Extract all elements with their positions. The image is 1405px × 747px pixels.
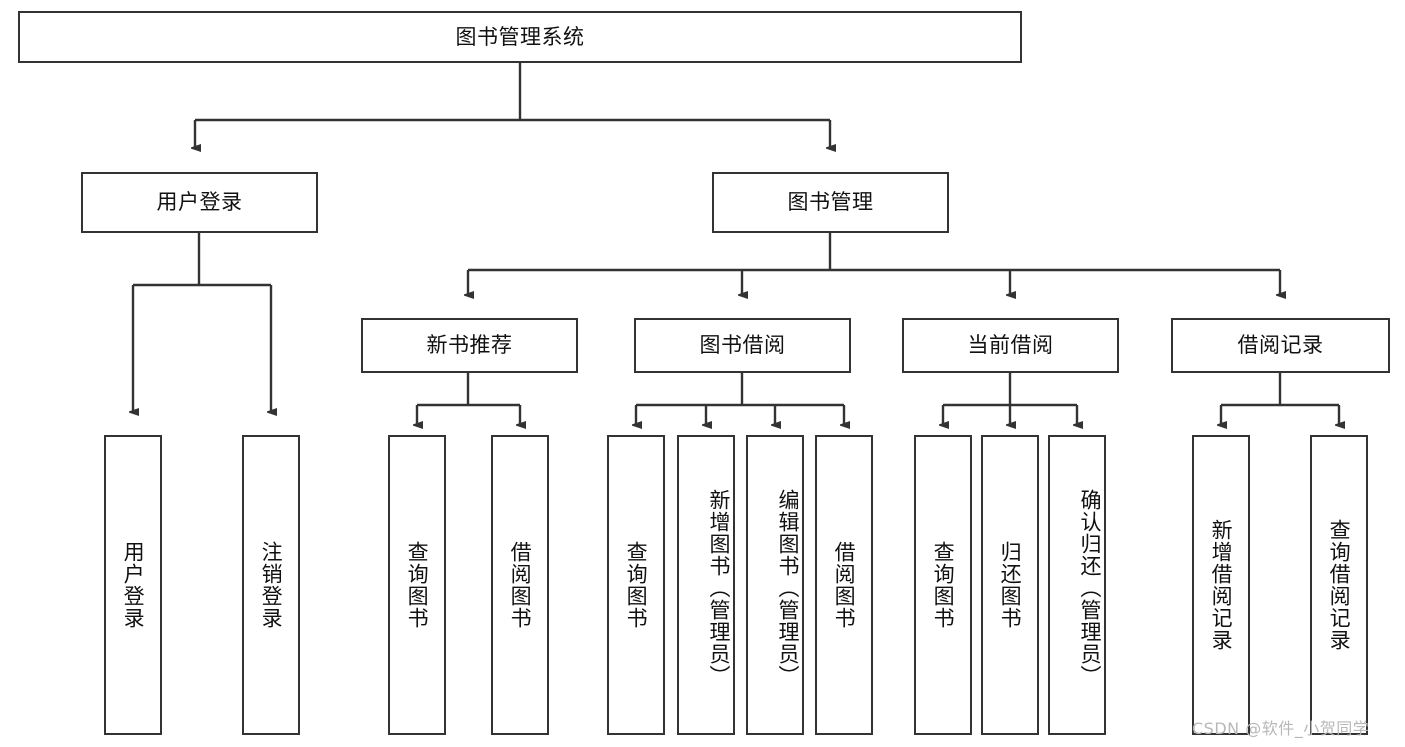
node-leaf-logout-login[interactable]: 注销登录: [242, 435, 300, 735]
node-leaf-query-book-1[interactable]: 查询图书: [388, 435, 446, 735]
node-leaf-query-borrow-record[interactable]: 查询借阅记录: [1310, 435, 1368, 735]
node-leaf-borrow-book-2[interactable]: 借阅图书: [815, 435, 873, 735]
node-leaf-edit-book-admin-label: 编辑图书（管理员）: [776, 489, 800, 687]
node-current-borrow[interactable]: 当前借阅: [902, 318, 1119, 373]
node-leaf-query-book-3-label: 查询图书: [931, 541, 956, 629]
node-leaf-query-book-2-label: 查询图书: [624, 541, 649, 629]
node-leaf-confirm-return-admin[interactable]: 确认归还（管理员）: [1048, 435, 1106, 735]
node-leaf-logout-login-label: 注销登录: [259, 541, 284, 629]
node-root[interactable]: 图书管理系统: [18, 11, 1022, 63]
node-leaf-query-borrow-record-label: 查询借阅记录: [1327, 519, 1352, 651]
node-leaf-add-book-admin[interactable]: 新增图书（管理员）: [677, 435, 735, 735]
node-leaf-confirm-return-admin-label: 确认归还（管理员）: [1078, 489, 1102, 687]
node-book-management-label: 图书管理: [787, 190, 874, 215]
node-leaf-return-book-label: 归还图书: [998, 541, 1023, 629]
node-leaf-query-book-2[interactable]: 查询图书: [607, 435, 665, 735]
node-book-borrow[interactable]: 图书借阅: [634, 318, 851, 373]
watermark-text: CSDN @软件_小贺同学: [1192, 719, 1370, 738]
node-user-login-label: 用户登录: [156, 190, 243, 215]
node-leaf-query-book-3[interactable]: 查询图书: [914, 435, 972, 735]
node-leaf-add-book-admin-label: 新增图书（管理员）: [707, 489, 731, 687]
node-book-borrow-label: 图书借阅: [699, 333, 786, 358]
node-book-management[interactable]: 图书管理: [712, 172, 949, 233]
node-borrow-record[interactable]: 借阅记录: [1171, 318, 1390, 373]
node-root-label: 图书管理系统: [455, 24, 585, 49]
node-leaf-borrow-book-1-label: 借阅图书: [508, 541, 533, 629]
node-leaf-borrow-book-2-label: 借阅图书: [832, 541, 857, 629]
node-borrow-record-label: 借阅记录: [1237, 333, 1324, 358]
node-current-borrow-label: 当前借阅: [967, 333, 1054, 358]
node-leaf-query-book-1-label: 查询图书: [405, 541, 430, 629]
node-leaf-add-borrow-record[interactable]: 新增借阅记录: [1192, 435, 1250, 735]
node-leaf-borrow-book-1[interactable]: 借阅图书: [491, 435, 549, 735]
node-leaf-return-book[interactable]: 归还图书: [981, 435, 1039, 735]
node-leaf-user-login[interactable]: 用户登录: [104, 435, 162, 735]
node-leaf-add-borrow-record-label: 新增借阅记录: [1209, 519, 1234, 651]
node-leaf-user-login-label: 用户登录: [121, 541, 146, 629]
node-leaf-edit-book-admin[interactable]: 编辑图书（管理员）: [746, 435, 804, 735]
node-new-book-recommend[interactable]: 新书推荐: [361, 318, 578, 373]
node-new-book-recommend-label: 新书推荐: [426, 333, 513, 358]
watermark: CSDN @软件_小贺同学: [1192, 715, 1369, 739]
node-user-login[interactable]: 用户登录: [81, 172, 318, 233]
